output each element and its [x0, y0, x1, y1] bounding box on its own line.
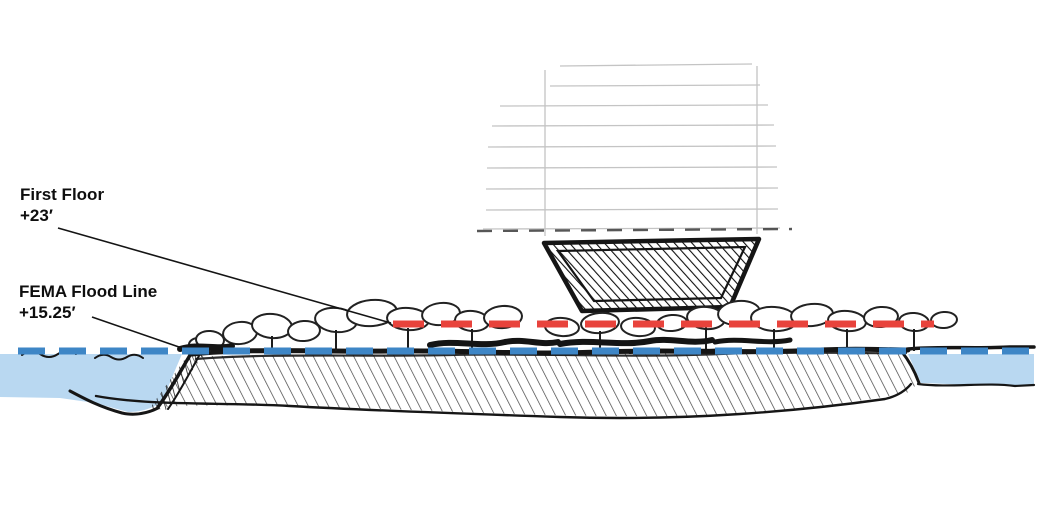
- water-left: [0, 354, 182, 412]
- building-dashed-guide: [476, 227, 793, 233]
- building-massing-guides: [482, 63, 781, 236]
- right-water-bottom: [916, 382, 1036, 388]
- wave-squiggle-2: [94, 353, 144, 361]
- terrain-bottom-line: [94, 382, 913, 420]
- first-floor-label: First Floor +23′: [20, 184, 104, 226]
- terrain-hatching: [150, 352, 918, 417]
- first-floor-leader-line: [57, 227, 392, 324]
- building: [541, 236, 762, 314]
- fema-flood-label: FEMA Flood Line +15.25′: [19, 281, 157, 323]
- building-inner-outline: [555, 245, 747, 303]
- water: [0, 354, 1034, 412]
- fema-leader-line: [91, 316, 180, 348]
- first-floor-elevation: +23′: [20, 206, 53, 225]
- water-right: [908, 354, 1034, 386]
- right-bank-edge: [900, 350, 921, 385]
- left-shore-lip: [68, 389, 160, 416]
- fema-flood-elevation: +15.25′: [19, 303, 76, 322]
- fema-flood-label-title: FEMA Flood Line: [19, 282, 158, 301]
- first-floor-label-title: First Floor: [20, 185, 105, 204]
